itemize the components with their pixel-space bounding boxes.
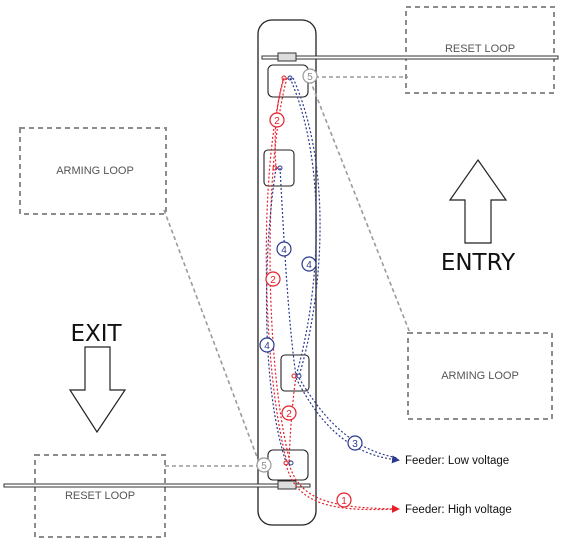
svg-text:2: 2 bbox=[274, 116, 280, 127]
loop-cable-arming-right bbox=[309, 79, 411, 334]
barrier-arm-bottom bbox=[3, 483, 311, 488]
arming-loop-left-label: ARMING LOOP bbox=[56, 165, 134, 177]
barrier-arm-top bbox=[261, 55, 559, 60]
arming-loop-right-box bbox=[407, 332, 553, 420]
barrier-arm-top-base bbox=[277, 52, 297, 62]
svg-text:2: 2 bbox=[286, 409, 292, 420]
svg-text:4: 4 bbox=[281, 245, 287, 256]
cable-marker-2-mid: 2 bbox=[265, 271, 281, 287]
lv-cable-upper-box-left bbox=[265, 167, 287, 463]
exit-arrow-icon bbox=[68, 346, 127, 434]
svg-text:5: 5 bbox=[261, 461, 267, 472]
junction-box-upper bbox=[263, 149, 295, 187]
hv-feeder-cable-b bbox=[285, 463, 399, 511]
svg-text:4: 4 bbox=[264, 341, 270, 352]
hv-cable-top-to-bottom bbox=[265, 77, 288, 463]
lv-cable-top-outer bbox=[289, 77, 317, 377]
arming-loop-left-box bbox=[19, 127, 167, 215]
cable-marker-2-lower: 2 bbox=[281, 405, 297, 421]
loop-cable-arming-left bbox=[163, 209, 261, 466]
reset-loop-top-label: RESET LOOP bbox=[445, 43, 515, 55]
feeder-high-voltage-label: Feeder: High voltage bbox=[405, 504, 512, 516]
exit-label: EXIT bbox=[70, 321, 122, 347]
terminal-dots bbox=[272, 75, 302, 466]
cable-marker-4-lower: 4 bbox=[259, 337, 275, 353]
cable-marker-2-upper: 2 bbox=[269, 112, 285, 128]
cable-marker-4-mid-right: 4 bbox=[301, 256, 317, 272]
svg-text:5: 5 bbox=[307, 72, 313, 83]
barrier-cabinet-bottom bbox=[267, 449, 309, 481]
cable-marker-5-bottom: 5 bbox=[256, 457, 272, 473]
lv-feeder-cable bbox=[295, 377, 400, 464]
reset-loop-bottom-box bbox=[34, 454, 166, 538]
hv-cable-top-to-bottom-b bbox=[269, 77, 291, 463]
reset-loop-top-box bbox=[405, 6, 555, 94]
entry-label: ENTRY bbox=[441, 250, 516, 276]
cable-marker-3: 3 bbox=[347, 435, 363, 451]
hv-cable-lower-box-to-bottom bbox=[288, 375, 297, 463]
svg-text:1: 1 bbox=[341, 496, 347, 507]
cable-marker-1: 1 bbox=[336, 492, 352, 508]
barrier-cabinet-top bbox=[267, 64, 309, 98]
traffic-island bbox=[257, 19, 317, 526]
entry-arrow-icon bbox=[448, 158, 508, 244]
lv-feeder-cable-b bbox=[298, 377, 399, 459]
reset-loop-bottom-label: RESET LOOP bbox=[65, 490, 135, 502]
cable-marker-4-mid-left: 4 bbox=[276, 241, 292, 257]
cable-marker-5-top: 5 bbox=[302, 68, 318, 84]
junction-box-lower bbox=[280, 354, 310, 392]
feeder-low-voltage-label: Feeder: Low voltage bbox=[405, 455, 509, 467]
svg-text:3: 3 bbox=[352, 439, 358, 450]
svg-text:2: 2 bbox=[270, 275, 276, 286]
barrier-arm-bottom-base bbox=[277, 480, 297, 490]
svg-text:4: 4 bbox=[306, 260, 312, 271]
lv-cable-upper-box-right bbox=[279, 167, 297, 377]
arming-loop-right-label: ARMING LOOP bbox=[441, 370, 519, 382]
